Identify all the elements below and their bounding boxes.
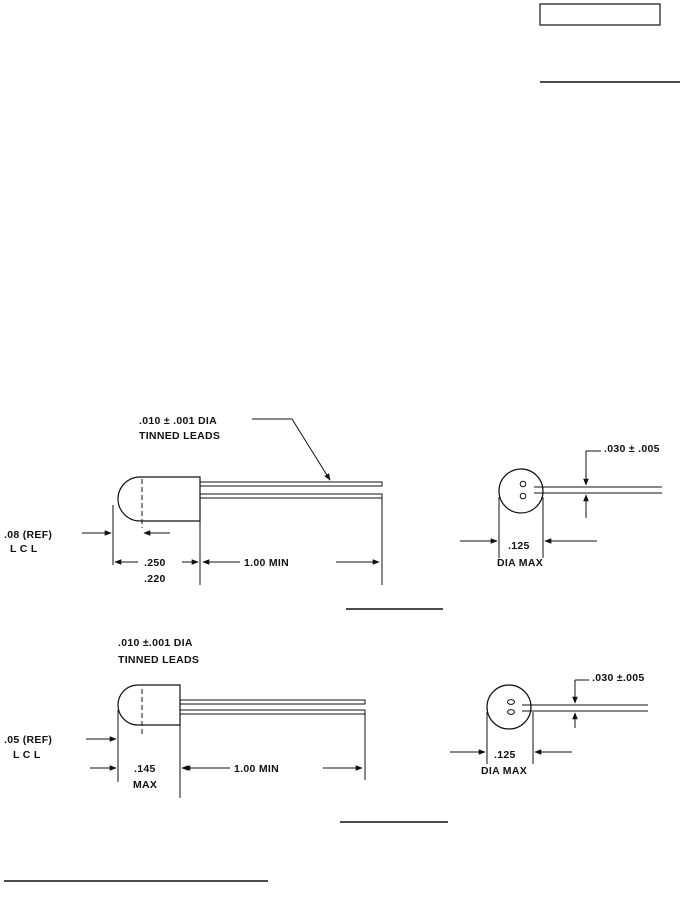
fig-b-lcl: L C L bbox=[13, 749, 41, 761]
fig-b-body-len-label: MAX bbox=[133, 779, 157, 791]
fig-a-lead-spec-line1: .010 ± .001 DIA bbox=[139, 415, 217, 427]
fig-a-lead-spec-line2: TINNED LEADS bbox=[139, 430, 220, 442]
fig-a-lead-end-bottom bbox=[519, 492, 527, 500]
fig-b-lead-top bbox=[179, 699, 366, 705]
fig-b-body-end bbox=[486, 684, 532, 730]
header-box bbox=[539, 3, 661, 26]
fig-b-tol-dim: .030 ±.005 bbox=[592, 672, 645, 684]
fig-b-ref-dim: .05 (REF) bbox=[4, 734, 52, 746]
fig-a-body-min: .220 bbox=[144, 573, 166, 585]
fig-a-lead-length: 1.00 MIN bbox=[244, 557, 289, 569]
fig-b-lead-bottom bbox=[179, 709, 366, 715]
fig-b-lead-length: 1.00 MIN bbox=[234, 763, 279, 775]
fig-a-lead-top bbox=[199, 481, 383, 487]
fig-a-lcl: L C L bbox=[10, 543, 38, 555]
fig-b-lead-spec-line2: TINNED LEADS bbox=[118, 654, 199, 666]
fig-a-lead-end-top bbox=[519, 480, 527, 488]
figure-a: .010 ± .001 DIA TINNED LEADS .08 (REF) L… bbox=[4, 415, 662, 585]
fig-b-lead-end-bottom bbox=[507, 709, 515, 715]
fig-a-tol-dim: .030 ± .005 bbox=[604, 443, 660, 455]
fig-b-dia: .125 bbox=[494, 749, 516, 761]
fig-b-body-len: .145 bbox=[134, 763, 156, 775]
fig-a-body-max: .250 bbox=[144, 557, 166, 569]
fig-a-ref-dim: .08 (REF) bbox=[4, 529, 52, 541]
fig-a-dia-label: DIA MAX bbox=[497, 557, 543, 569]
fig-a-body-end bbox=[498, 468, 544, 514]
fig-a-body-side bbox=[117, 476, 201, 522]
fig-a-lead-leader bbox=[252, 418, 331, 481]
fig-a-dia: .125 bbox=[508, 540, 530, 552]
fig-b-lead-spec-line1: .010 ±.001 DIA bbox=[118, 637, 193, 649]
fig-b-body-side bbox=[117, 684, 181, 726]
fig-b-dia-label: DIA MAX bbox=[481, 765, 527, 777]
fig-a-lead-bottom bbox=[199, 493, 383, 499]
fig-b-lead-end-top bbox=[507, 699, 515, 705]
figure-b: .010 ±.001 DIA TINNED LEADS .05 (REF) L … bbox=[4, 637, 648, 798]
